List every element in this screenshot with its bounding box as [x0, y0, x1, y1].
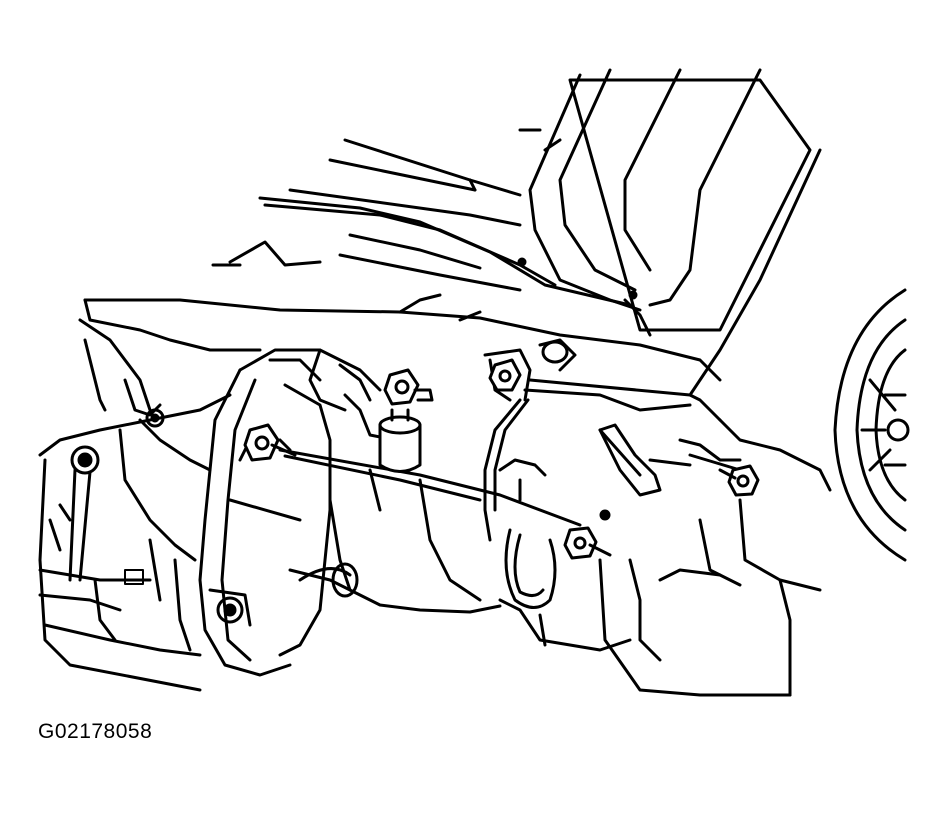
mount-insulator: [498, 458, 557, 609]
cowl-panel-lines: [211, 138, 632, 307]
right-mount-bolt: [718, 464, 760, 497]
left-stud-bolt: [243, 423, 297, 462]
figure-id-label: G02178058: [38, 720, 153, 743]
crankshaft-pulley: [833, 288, 910, 562]
left-mount-bracket: [68, 378, 165, 582]
through-bolt: [278, 448, 582, 527]
converter-cover: [198, 348, 382, 677]
oil-pan: [498, 418, 832, 697]
engine-block: [288, 348, 502, 614]
right-rod-nut: [563, 509, 612, 560]
right-frame-plate: [523, 378, 742, 497]
oil-filter: [378, 408, 422, 473]
engine-mount-diagram: [38, 68, 910, 697]
transaxle-housing: [38, 318, 232, 692]
upper-frame-rail: [518, 68, 822, 397]
upper-center-bolt: [383, 368, 434, 406]
front-crossmember: [83, 293, 722, 382]
right-mount-bracket: [483, 338, 577, 542]
